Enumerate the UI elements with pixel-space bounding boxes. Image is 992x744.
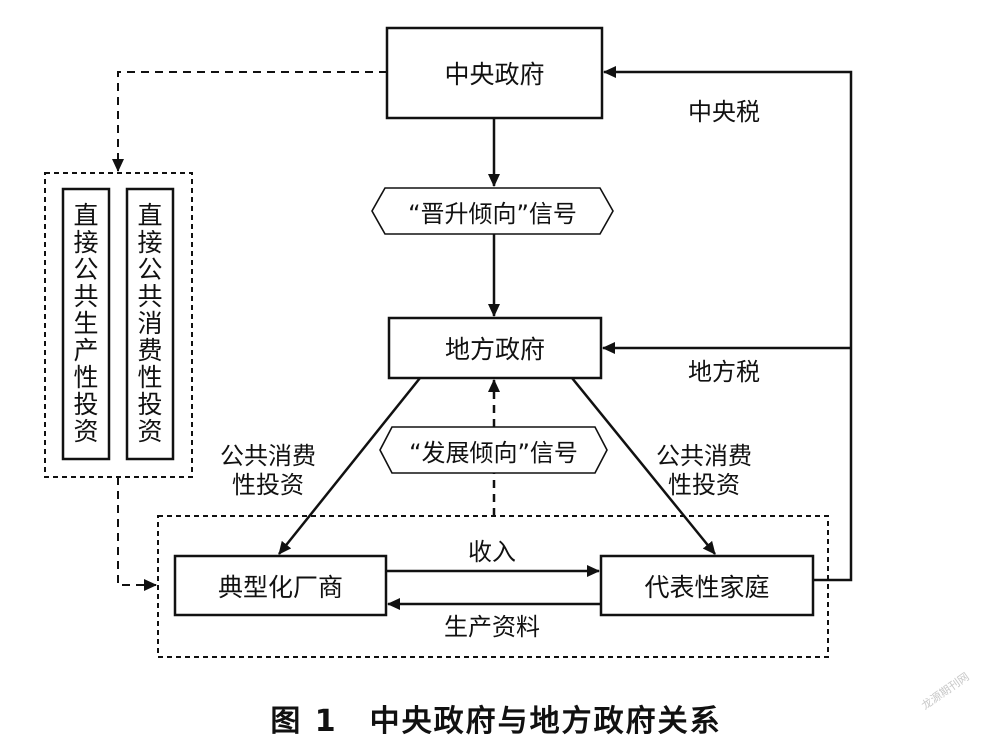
central-tax-label: 中央税: [688, 98, 760, 126]
public-consumption-left-label: 公共消费 性投资: [220, 442, 316, 499]
promotion-signal-hexagon: [371, 187, 614, 235]
income-label: 收入: [468, 538, 516, 566]
direct-production-investment-label: 直 接 公 共 生 产 性 投 资: [73, 201, 99, 446]
central-gov-label: 中央政府: [444, 60, 545, 89]
figure-caption: 图 1 中央政府与地方政府关系: [270, 704, 722, 739]
means-of-production-label: 生产资料: [444, 613, 540, 641]
public-consumption-right-label: 公共消费 性投资: [656, 442, 752, 499]
local-tax-label: 地方税: [688, 358, 760, 386]
central-gov-box: [385, 26, 604, 120]
dashed-central-to-investment: [112, 71, 387, 172]
household-box: [599, 554, 815, 617]
firm-box: [173, 554, 388, 617]
arrow-local-to-firm: [278, 377, 421, 555]
direct-consumption-investment-box: [125, 187, 175, 461]
promotion-signal-label: “晋升倾向”信号: [408, 199, 577, 228]
firm-label: 典型化厂商: [217, 572, 343, 602]
local-gov-box: [387, 316, 603, 380]
development-signal-label: “发展倾向”信号: [409, 438, 578, 467]
development-signal-hexagon: [379, 426, 608, 474]
dashed-investment-to-bottom: [117, 477, 157, 591]
direct-production-investment-box: [61, 187, 111, 461]
tax-feedback-line: [603, 66, 853, 582]
local-gov-label: 地方政府: [444, 335, 545, 364]
direct-consumption-investment-label: 直 接 公 共 消 费 性 投 资: [137, 201, 163, 446]
household-label: 代表性家庭: [644, 572, 770, 602]
arrow-local-to-household: [571, 377, 716, 555]
